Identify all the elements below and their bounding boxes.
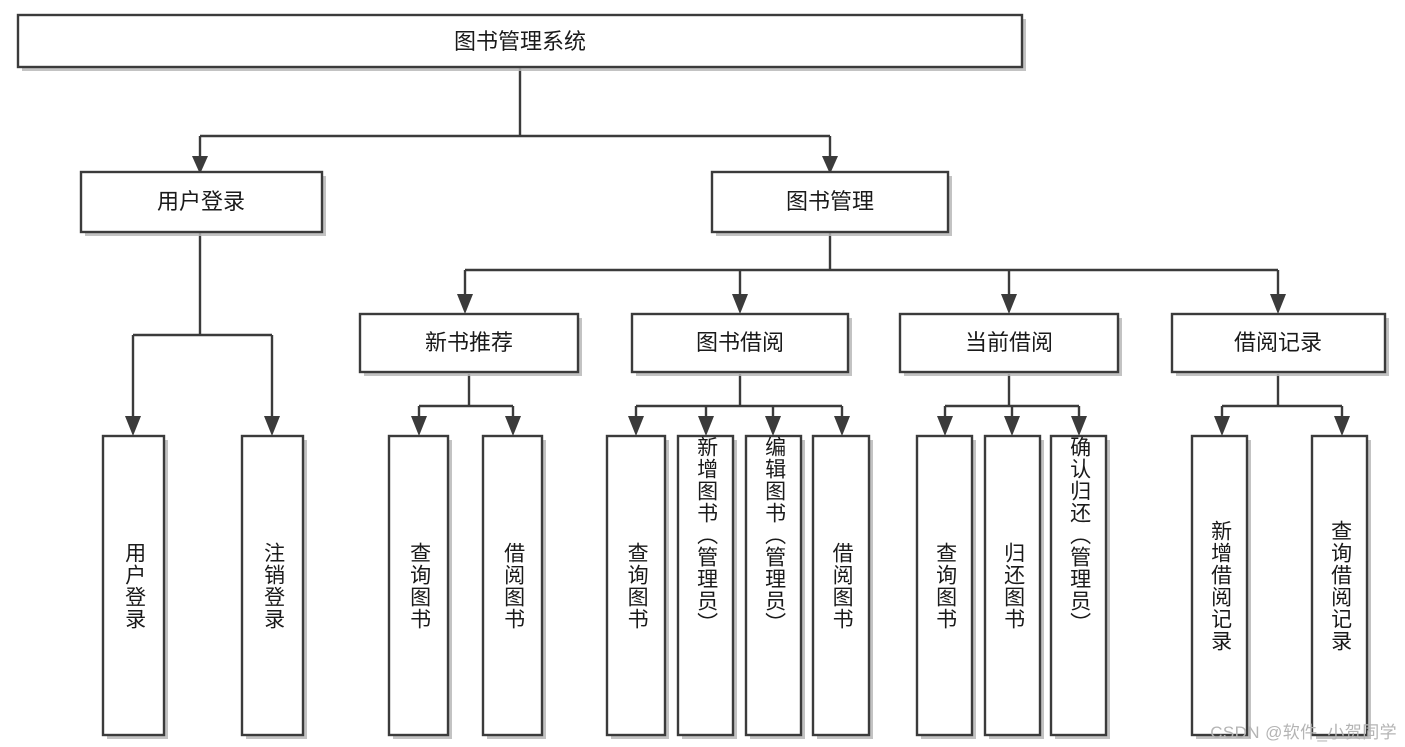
- node-current-borrow[interactable]: 当前借阅: [898, 312, 1122, 376]
- leaf-bookborrow-lend-box[interactable]: [811, 434, 871, 737]
- arrow-head-bookborrow-leaf-1: [628, 416, 644, 436]
- arrow-head-newbook-leaf-2: [505, 416, 521, 436]
- node-book-management-box[interactable]: [710, 170, 950, 234]
- leaf-bookborrow-query-box[interactable]: [605, 434, 667, 737]
- node-book-management[interactable]: 图书管理: [710, 170, 952, 236]
- node-root-box[interactable]: [16, 13, 1024, 69]
- leaf-newbook-query-box[interactable]: [387, 434, 450, 737]
- node-new-book-recommend-box[interactable]: [358, 312, 580, 374]
- leaf-newbook-borrow-box[interactable]: [481, 434, 544, 737]
- arrow-head-userlogin: [192, 156, 208, 174]
- arrow-head-borrow-record: [1270, 294, 1286, 314]
- node-current-borrow-label: 当前借阅: [965, 330, 1053, 355]
- arrow-head-currentborrow-leaf-3: [1071, 416, 1087, 436]
- arrow-head-borrowrecord-leaf-1: [1214, 416, 1230, 436]
- node-root[interactable]: 图书管理系统: [16, 13, 1026, 71]
- leaf-borrowrecord-query-box[interactable]: [1310, 434, 1369, 737]
- leaf-bookborrow-edit-box[interactable]: [744, 434, 803, 737]
- arrow-head-bookborrow-leaf-4: [834, 416, 850, 436]
- arrow-head-book-borrow: [732, 294, 748, 314]
- arrow-head-currentborrow-leaf-1: [937, 416, 953, 436]
- arrow-head-bookmgmt: [822, 156, 838, 174]
- node-user-login-label: 用户登录: [157, 189, 245, 214]
- arrow-head-current-borrow: [1001, 294, 1017, 314]
- node-borrow-record-box[interactable]: [1170, 312, 1387, 374]
- node-borrow-record-label: 借阅记录: [1234, 330, 1322, 355]
- node-book-management-label: 图书管理: [786, 189, 874, 214]
- node-book-borrow-box[interactable]: [630, 312, 850, 374]
- arrow-head-currentborrow-leaf-2: [1004, 416, 1020, 436]
- leaf-logout-box[interactable]: [240, 434, 305, 737]
- leaf-borrowrecord-add-box[interactable]: [1190, 434, 1249, 737]
- arrow-head-logout-leaf: [264, 416, 280, 436]
- leaf-user-login-box[interactable]: [101, 434, 166, 737]
- connector-layer: [125, 67, 1350, 436]
- node-current-borrow-box[interactable]: [898, 312, 1120, 374]
- node-borrow-record[interactable]: 借阅记录: [1170, 312, 1389, 376]
- leaf-currentborrow-query-box[interactable]: [915, 434, 974, 737]
- leaf-currentborrow-return-box[interactable]: [983, 434, 1042, 737]
- node-book-borrow[interactable]: 图书借阅: [630, 312, 852, 376]
- arrow-head-bookborrow-leaf-2: [698, 416, 714, 436]
- arrow-head-new-book-recommend: [457, 294, 473, 314]
- leaf-bookborrow-add-box[interactable]: [676, 434, 735, 737]
- arrow-head-user-login-leaf: [125, 416, 141, 436]
- leaf-currentborrow-confirm-box[interactable]: [1049, 434, 1108, 737]
- node-user-login[interactable]: 用户登录: [79, 170, 326, 236]
- node-root-label: 图书管理系统: [454, 29, 586, 54]
- arrow-head-bookborrow-leaf-3: [765, 416, 781, 436]
- leaf-box-layer: [101, 434, 1371, 739]
- node-book-borrow-label: 图书借阅: [696, 330, 784, 355]
- node-new-book-recommend-label: 新书推荐: [425, 330, 513, 355]
- arrow-head-newbook-leaf-1: [411, 416, 427, 436]
- arrow-head-borrowrecord-leaf-2: [1334, 416, 1350, 436]
- node-user-login-box[interactable]: [79, 170, 324, 234]
- node-new-book-recommend[interactable]: 新书推荐: [358, 312, 582, 376]
